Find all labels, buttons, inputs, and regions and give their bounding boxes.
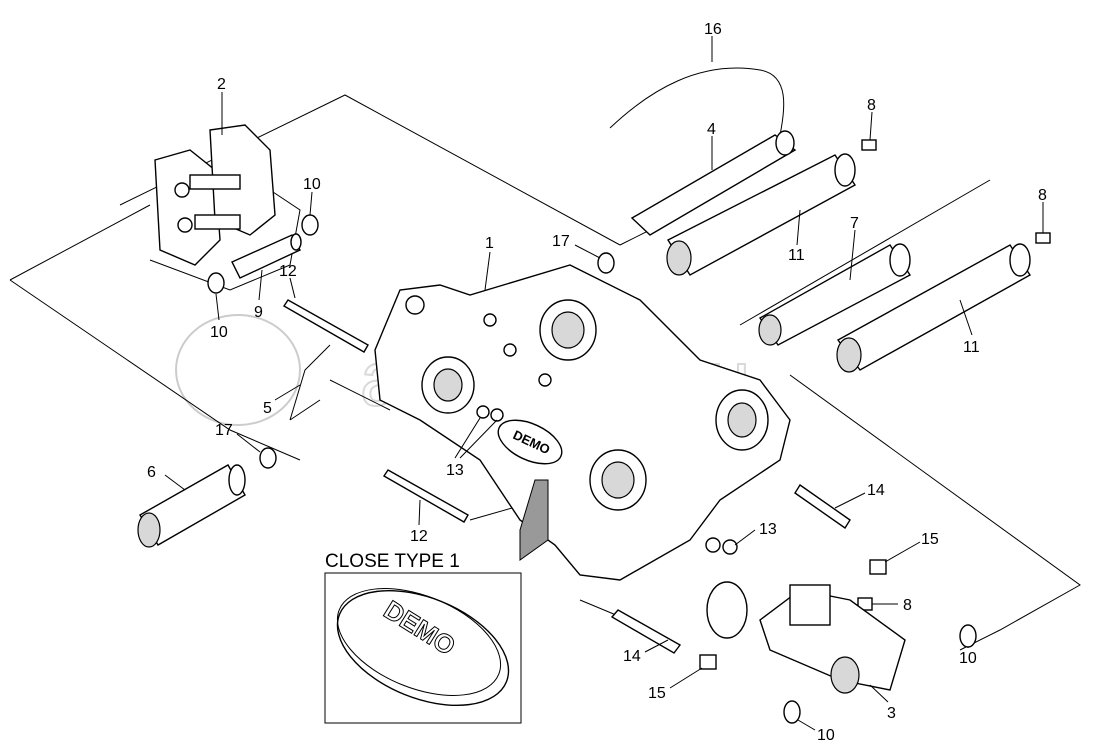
part-2-bracket [154, 124, 276, 266]
ring-17 [259, 447, 277, 469]
detail-arrow [519, 479, 549, 561]
callout-labels: 16 2 8 4 10 8 7 1 17 11 12 10 9 11 5 17 … [147, 21, 1047, 744]
callout-14: 14 [867, 482, 885, 499]
callout-9: 9 [254, 304, 263, 321]
callout-5: 5 [263, 400, 272, 417]
callout-8: 8 [903, 597, 912, 614]
callout-12: 12 [279, 263, 297, 280]
callout-2: 2 [217, 76, 226, 93]
part-16-cable [609, 67, 785, 136]
callout-16: 16 [704, 21, 722, 38]
callout-17: 17 [552, 233, 570, 250]
callout-10: 10 [959, 650, 977, 667]
callout-7: 7 [850, 215, 859, 232]
part-14-hose [794, 484, 851, 529]
close-type-inset: CLOSE TYPE 1 DEMO [324, 551, 522, 724]
callout-8: 8 [867, 97, 876, 114]
callout-1: 1 [485, 235, 494, 252]
part-3-cylinder [706, 581, 906, 694]
ring-17 [597, 252, 615, 274]
ring-10 [783, 700, 801, 724]
callout-14: 14 [623, 648, 641, 665]
ring-10 [301, 214, 319, 236]
inset-title: CLOSE TYPE 1 [325, 551, 460, 572]
part-7-pin [758, 243, 912, 346]
part-9-pin [231, 233, 302, 279]
part-15-elbow [699, 654, 717, 670]
callout-10: 10 [210, 324, 228, 341]
callout-8: 8 [1038, 187, 1047, 204]
part-15-elbow [869, 559, 887, 575]
part-8-nipple [861, 139, 877, 151]
callout-11: 11 [788, 247, 805, 264]
callout-10: 10 [817, 727, 835, 744]
callout-10: 10 [303, 176, 321, 193]
part-4-pin [630, 130, 797, 236]
callout-12: 12 [410, 528, 428, 545]
ring-10 [959, 624, 977, 648]
part-5-wire [289, 344, 331, 421]
callout-13: 13 [759, 521, 777, 538]
callout-4: 4 [707, 121, 716, 138]
part-12-bolt [283, 299, 369, 353]
callout-15: 15 [921, 531, 939, 548]
part-8-nipple [1035, 232, 1051, 244]
part-6-pin [137, 464, 246, 548]
part-11-pin [836, 243, 1032, 373]
leader-lines [164, 36, 1044, 731]
callout-6: 6 [147, 464, 156, 481]
callout-15: 15 [648, 685, 666, 702]
callout-3: 3 [887, 705, 896, 722]
callout-13: 13 [446, 462, 464, 479]
part-1-frame: DEMO [374, 264, 791, 581]
ring-10 [207, 272, 225, 294]
part-11-pin [666, 153, 857, 276]
callout-17: 17 [215, 422, 233, 439]
part-12-bolt [383, 469, 469, 523]
part-14-hose [610, 609, 682, 654]
callout-11: 11 [963, 339, 980, 356]
